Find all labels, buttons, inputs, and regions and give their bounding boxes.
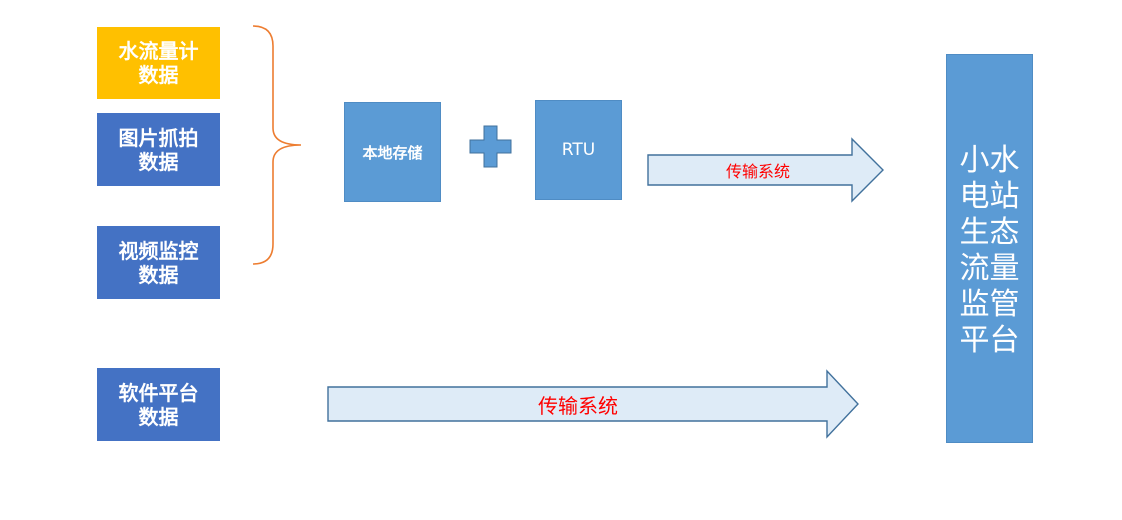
plus-icon xyxy=(469,125,512,168)
water-meter-data-box: 水流量计 数据 xyxy=(97,27,220,99)
rtu-box: RTU xyxy=(535,100,622,200)
software-platform-data-box: 软件平台 数据 xyxy=(97,368,220,441)
regulation-platform-box: 小水 电站 生态 流量 监管 平台 xyxy=(946,54,1033,443)
transmission-label-bottom: 传输系统 xyxy=(538,393,618,418)
grouping-brace xyxy=(252,25,302,265)
local-storage-box: 本地存储 xyxy=(344,102,441,202)
video-monitor-data-box: 视频监控 数据 xyxy=(97,226,220,299)
photo-capture-data-box: 图片抓拍 数据 xyxy=(97,113,220,186)
transmission-arrow-bottom xyxy=(327,369,859,439)
transmission-arrow-top xyxy=(647,137,884,203)
transmission-label-top: 传输系统 xyxy=(725,162,790,181)
